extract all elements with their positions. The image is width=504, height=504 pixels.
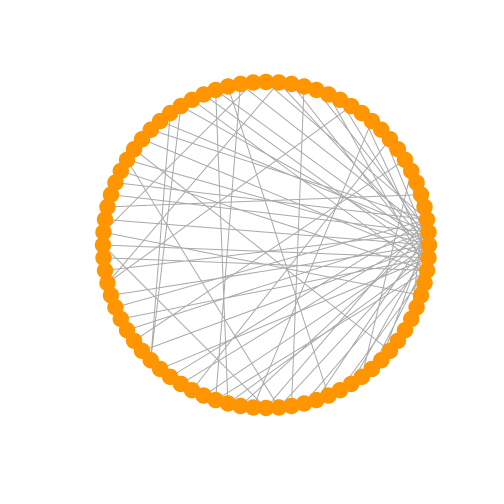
edge-21-39 — [103, 82, 254, 233]
edge-79-18 — [291, 83, 429, 259]
edge-28-50 — [150, 113, 171, 361]
node-56 — [207, 391, 224, 409]
edge-13-43 — [107, 105, 352, 284]
edge-0-67 — [350, 244, 430, 385]
edge-layer — [102, 81, 430, 409]
edge-23-65 — [227, 86, 329, 396]
edge-79-51 — [159, 257, 429, 370]
node-62 — [283, 397, 300, 415]
node-21 — [245, 74, 262, 91]
edge-0-44 — [110, 244, 430, 296]
edge-11-59 — [252, 120, 373, 408]
edge-0-38 — [104, 219, 430, 246]
edge-79-25 — [203, 94, 429, 259]
node-40 — [94, 236, 112, 254]
edge-7-48 — [133, 159, 406, 342]
edge-1-22 — [240, 83, 429, 233]
edge-0-33 — [126, 159, 430, 246]
node-42 — [96, 262, 114, 279]
node-22 — [232, 75, 249, 93]
edge-1-70 — [380, 232, 429, 361]
edge-78-34 — [120, 170, 428, 271]
edge-76-39 — [103, 231, 422, 296]
node-38 — [96, 211, 114, 228]
edge-27-50 — [150, 105, 182, 361]
node-57 — [219, 395, 237, 412]
edge-40-60 — [102, 244, 267, 409]
edge-2-45 — [115, 219, 428, 308]
edge-0-49 — [141, 244, 430, 352]
edge-0-55 — [203, 244, 430, 397]
node-18 — [283, 75, 300, 93]
node-77 — [416, 274, 433, 292]
edge-79-31 — [141, 138, 429, 259]
edge-79-46 — [120, 257, 429, 320]
node-20 — [257, 73, 275, 91]
edge-2-30 — [150, 129, 428, 220]
node-58 — [232, 397, 249, 415]
edge-22-56 — [215, 83, 241, 401]
edge-79-12 — [361, 112, 429, 258]
node-41 — [95, 249, 112, 266]
edge-78-26 — [191, 99, 428, 271]
edge-78-56 — [215, 270, 428, 401]
edge-4-37 — [107, 194, 422, 208]
edge-78-66 — [339, 270, 428, 391]
edge-0-24 — [215, 89, 430, 246]
node-63 — [295, 395, 313, 412]
node-23 — [219, 78, 237, 95]
node-43 — [99, 274, 116, 292]
node-79 — [420, 249, 437, 266]
edge-33-61 — [126, 159, 280, 408]
node-16 — [308, 81, 325, 99]
node-0 — [420, 236, 438, 254]
edge-19-43 — [107, 82, 280, 284]
node-59 — [245, 399, 262, 416]
edge-17-62 — [291, 86, 305, 407]
node-39 — [95, 224, 112, 241]
edge-1-64 — [315, 231, 429, 401]
node-1 — [420, 224, 437, 241]
node-2 — [418, 211, 436, 228]
edge-24-57 — [215, 89, 229, 404]
edge-6-68 — [361, 170, 412, 377]
node-37 — [99, 198, 116, 216]
node-3 — [416, 198, 433, 216]
edge-0-61 — [278, 244, 430, 408]
edge-32-71 — [133, 148, 391, 352]
edge-78-15 — [327, 94, 428, 271]
edge-9-54 — [191, 138, 391, 391]
node-36 — [102, 186, 120, 203]
node-76 — [412, 287, 430, 304]
node-60 — [257, 399, 275, 417]
edge-1-36 — [110, 194, 429, 233]
edge-79-69 — [371, 257, 429, 370]
node-61 — [270, 399, 287, 416]
node-layer — [94, 73, 438, 417]
edge-2-35 — [115, 182, 428, 220]
node-17 — [295, 78, 313, 95]
node-19 — [270, 74, 287, 91]
node-78 — [418, 262, 436, 279]
edge-0-27 — [180, 105, 430, 246]
edge-2-20 — [265, 81, 428, 220]
